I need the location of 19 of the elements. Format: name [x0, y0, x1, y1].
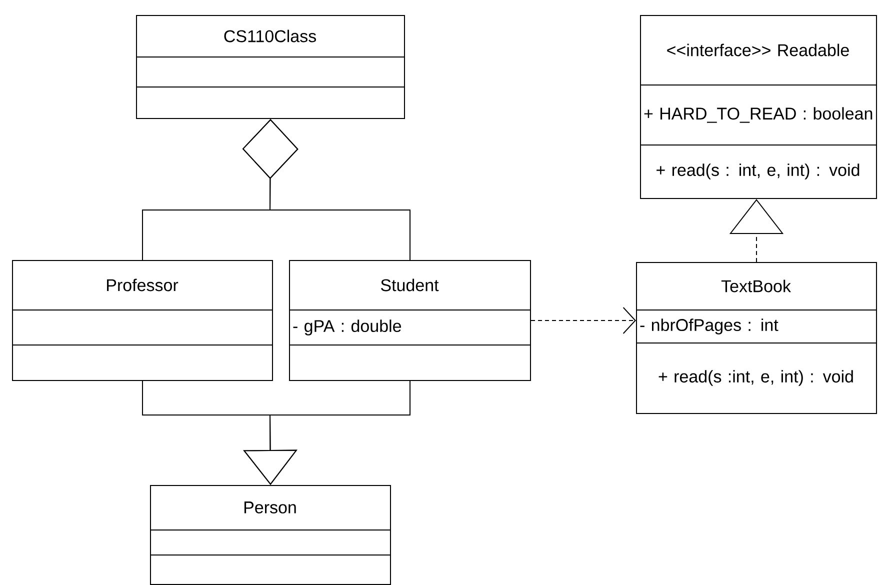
dependency-arrow — [530, 307, 636, 334]
class-name: <<interface>> Readable — [667, 44, 849, 56]
aggregation-connector — [242, 119, 410, 260]
class-name: TextBook — [721, 280, 791, 292]
class-box — [636, 262, 877, 414]
class-box — [288, 260, 531, 381]
class-name: CS110Class — [224, 30, 316, 42]
class-name: Person — [244, 502, 296, 514]
class-box — [136, 15, 405, 119]
class-name: Professor — [107, 278, 178, 292]
attribute-text: - nbrOfPages : int — [640, 318, 778, 334]
operation-text: + read(s :int, e, int) : void — [658, 370, 853, 386]
class-box — [640, 15, 877, 199]
class-box — [12, 260, 273, 381]
class-name: Student — [380, 278, 439, 292]
operation-text: + read(s : int, e, int) : void — [656, 164, 860, 180]
class-box — [150, 485, 391, 585]
attribute-text: - gPA : double — [293, 320, 402, 336]
attribute-text: + HARD_TO_READ : boolean — [644, 107, 872, 123]
